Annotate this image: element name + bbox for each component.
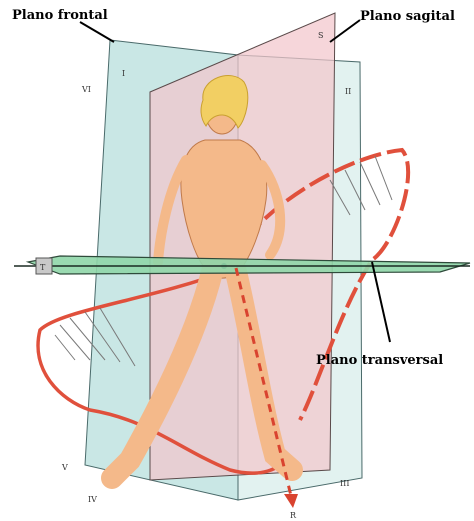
- marker-r: R: [290, 511, 297, 520]
- marker-t: T: [40, 263, 46, 272]
- marker-vi: VI: [81, 85, 91, 94]
- transverse-plane: [28, 256, 470, 274]
- marker-v: V: [61, 463, 68, 472]
- marker-ii: II: [345, 87, 351, 96]
- frontal-pointer: [80, 22, 114, 42]
- marker-s: S: [318, 31, 323, 40]
- marker-iv: IV: [88, 495, 97, 504]
- frontal-plane-label: Plano frontal: [12, 8, 108, 23]
- vertical-axis-arrow: [284, 494, 298, 508]
- transversal-pointer: [372, 262, 390, 342]
- sagittal-plane-label: Plano sagital: [360, 9, 455, 24]
- marker-iii: III: [340, 479, 349, 488]
- marker-i: I: [122, 69, 125, 78]
- transverse-plane-label: Plano transversal: [316, 353, 443, 368]
